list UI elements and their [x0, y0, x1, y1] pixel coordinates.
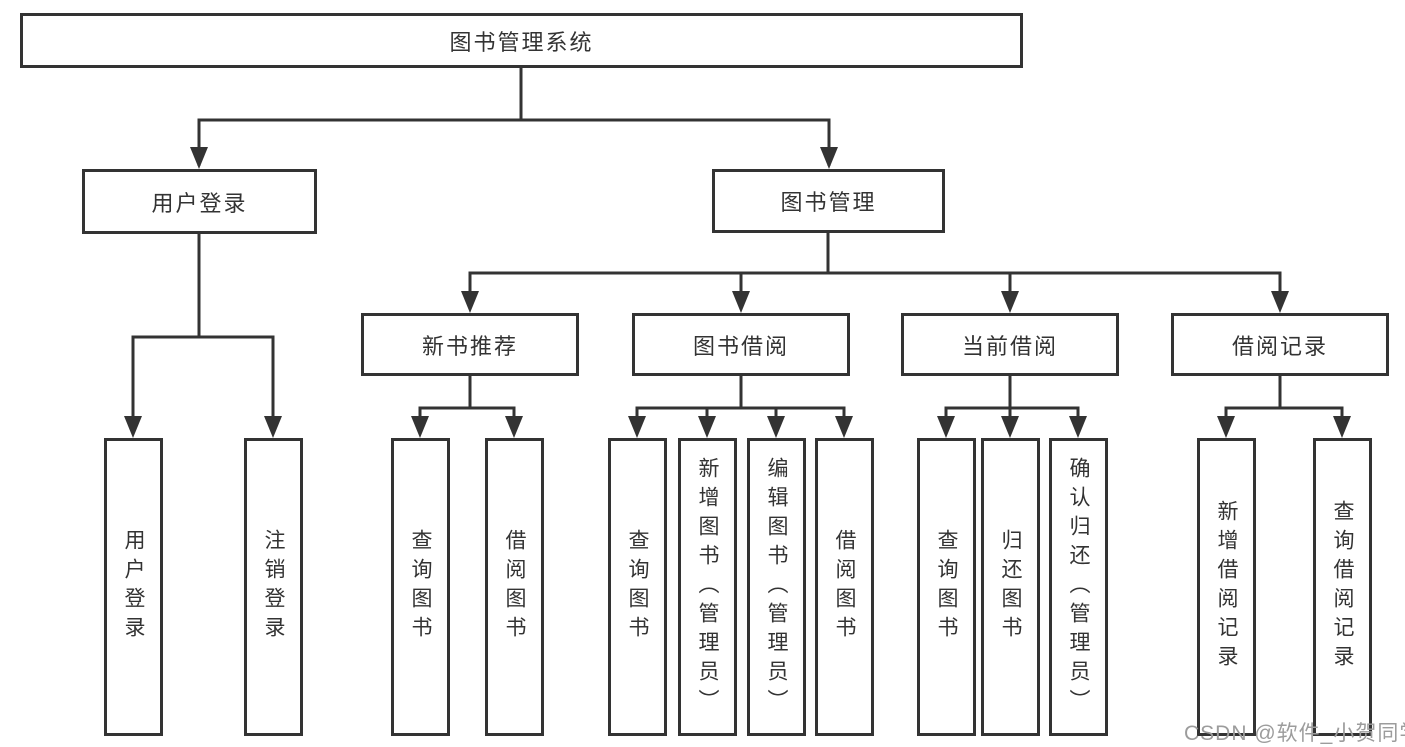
connector-new-book-to-leaves	[418, 376, 516, 434]
arrowheads-level3	[461, 291, 1289, 313]
leaf-query-books-current-label: 查询图书	[935, 529, 958, 645]
leaf-add-book-admin: 新增图书（管理员）	[678, 438, 737, 736]
leaf-borrow-books-recommend-label: 借阅图书	[503, 529, 526, 645]
leaf-query-books-borrowing: 查询图书	[608, 438, 667, 736]
leaf-borrow-books-recommend: 借阅图书	[485, 438, 544, 736]
leaf-query-books-current: 查询图书	[917, 438, 976, 736]
node-user-login-label: 用户登录	[151, 190, 248, 216]
leaf-add-book-admin-label: 新增图书（管理员）	[696, 456, 719, 718]
connector-borrowing-records-to-leaves	[1224, 376, 1344, 434]
connector-root-to-level2	[197, 68, 831, 166]
arrowheads-new-book-leaves	[411, 416, 523, 438]
leaf-query-books-borrowing-label: 查询图书	[626, 529, 649, 645]
node-new-book-recommendation: 新书推荐	[361, 313, 579, 376]
node-book-borrowing-label: 图书借阅	[692, 333, 789, 359]
connector-book-borrowing-to-leaves	[635, 376, 846, 434]
leaf-return-books: 归还图书	[981, 438, 1040, 736]
node-current-borrowing: 当前借阅	[901, 313, 1119, 376]
node-current-borrowing-label: 当前借阅	[961, 333, 1058, 359]
leaf-edit-book-admin-label: 编辑图书（管理员）	[765, 456, 788, 718]
leaf-query-books-recommend: 查询图书	[391, 438, 450, 736]
arrowheads-borrowing-records-leaves	[1217, 416, 1351, 438]
leaf-logout: 注销登录	[244, 438, 303, 736]
node-user-login: 用户登录	[82, 169, 317, 234]
leaf-query-borrow-record-label: 查询借阅记录	[1331, 500, 1354, 674]
leaf-logout-label: 注销登录	[262, 529, 285, 645]
csdn-watermark: CSDN @软件_小贺同学	[1184, 722, 1405, 745]
leaf-query-borrow-record: 查询借阅记录	[1313, 438, 1372, 736]
arrowheads-book-borrowing-leaves	[628, 416, 853, 438]
leaf-user-login-label: 用户登录	[122, 529, 145, 645]
node-borrowing-records: 借阅记录	[1171, 313, 1389, 376]
leaf-add-borrow-record-label: 新增借阅记录	[1215, 500, 1238, 674]
leaf-borrow-books-label: 借阅图书	[833, 529, 856, 645]
node-borrowing-records-label: 借阅记录	[1231, 333, 1328, 359]
leaf-add-borrow-record: 新增借阅记录	[1197, 438, 1256, 736]
leaf-borrow-books: 借阅图书	[815, 438, 874, 736]
arrowheads-current-borrowing-leaves	[937, 416, 1087, 438]
arrowheads-level2	[190, 147, 838, 169]
leaf-return-books-label: 归还图书	[999, 529, 1022, 645]
node-book-management-label: 图书管理	[780, 190, 877, 215]
node-new-book-recommendation-label: 新书推荐	[421, 333, 518, 359]
leaf-query-books-recommend-label: 查询图书	[409, 529, 432, 645]
connector-book-management-to-level3	[468, 233, 1282, 309]
leaf-user-login: 用户登录	[104, 438, 163, 736]
connector-user-login-to-leaves	[131, 234, 275, 434]
leaf-confirm-return-admin: 确认归还（管理员）	[1049, 438, 1108, 736]
node-root: 图书管理系统	[20, 13, 1023, 68]
leaf-confirm-return-admin-label: 确认归还（管理员）	[1067, 456, 1090, 718]
leaf-edit-book-admin: 编辑图书（管理员）	[747, 438, 806, 736]
node-book-management: 图书管理	[712, 169, 945, 233]
node-root-label: 图书管理系统	[449, 29, 594, 55]
node-book-borrowing: 图书借阅	[632, 313, 850, 376]
arrowheads-user-login-leaves	[124, 416, 282, 438]
